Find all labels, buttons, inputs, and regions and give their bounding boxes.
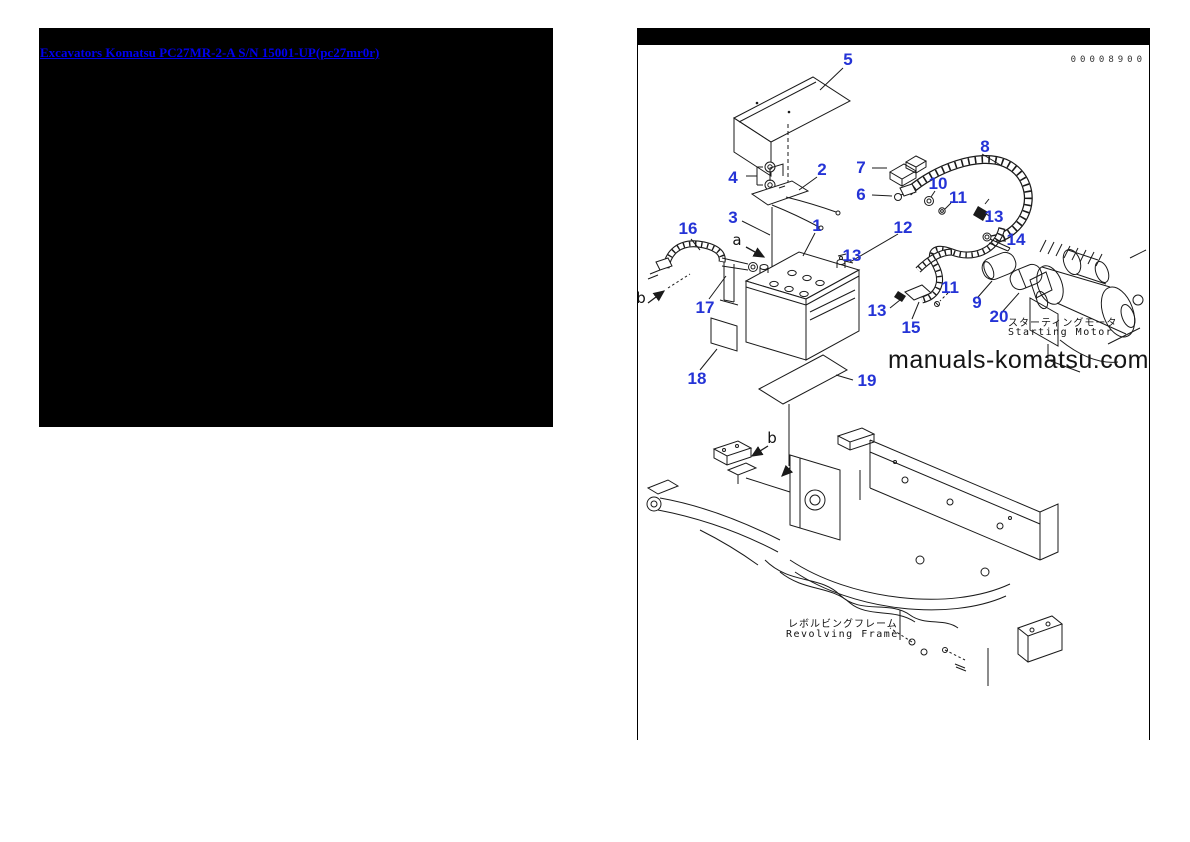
callout-1: 1: [812, 216, 822, 235]
document-number: 00008900: [1070, 55, 1146, 65]
watermark: manuals-komatsu.com: [888, 346, 1149, 374]
callout-6: 6: [856, 185, 866, 204]
ref-letter-b: b: [636, 289, 646, 307]
diagram-header-bar: [637, 28, 1150, 45]
callout-11: 11: [949, 188, 967, 207]
battery-holder: [750, 163, 841, 231]
ref-b-arrow-upper: [647, 290, 666, 304]
battery-cover: [733, 67, 851, 177]
starting-motor-label-en: Starting Motor: [1008, 327, 1114, 338]
callout-2: 2: [817, 160, 827, 179]
revolving-frame: [646, 427, 1064, 686]
callout-18: 18: [687, 369, 707, 388]
clamp-20: [1009, 263, 1043, 291]
diagram-left-border: [637, 28, 638, 740]
revolving-frame-label-en: Revolving Frame: [786, 629, 899, 640]
ref-a-arrow: [745, 246, 766, 258]
manual-title-link[interactable]: Excavators Komatsu PC27MR-2-A S/N 15001-…: [40, 45, 380, 60]
caution-plate: [699, 317, 738, 371]
callout-13: 13: [867, 301, 887, 320]
callout-17: 17: [695, 298, 715, 317]
callout-13: 13: [842, 246, 862, 265]
terminal-boot: [981, 251, 1017, 281]
callout-4: 4: [728, 168, 738, 187]
callout-3: 3: [728, 208, 738, 227]
callout-11: 11: [941, 278, 959, 297]
revolving-frame-label-jp: レボルビングフレーム: [788, 619, 898, 630]
battery-mat: [758, 354, 854, 466]
callout-12: 12: [893, 218, 913, 237]
callout-19: 19: [857, 371, 877, 390]
left-black-panel: [39, 28, 553, 427]
callout-5: 5: [843, 50, 853, 69]
ref-letter-b: b: [767, 429, 777, 447]
callout-20: 20: [989, 307, 1009, 326]
callout-9: 9: [972, 293, 982, 312]
callout-14: 14: [1006, 230, 1026, 249]
callout-15: 15: [901, 318, 921, 337]
j-bolt: [741, 207, 773, 306]
diagram-right-border: [1149, 28, 1150, 740]
callout-13: 13: [984, 207, 1004, 226]
connector-7: [871, 155, 928, 201]
callout-10: 10: [928, 174, 948, 193]
callout-8: 8: [980, 137, 990, 156]
callout-7: 7: [856, 158, 866, 177]
ref-letter-a: a: [732, 231, 742, 249]
callout-16: 16: [678, 219, 698, 238]
nuts-part4: [746, 161, 776, 191]
